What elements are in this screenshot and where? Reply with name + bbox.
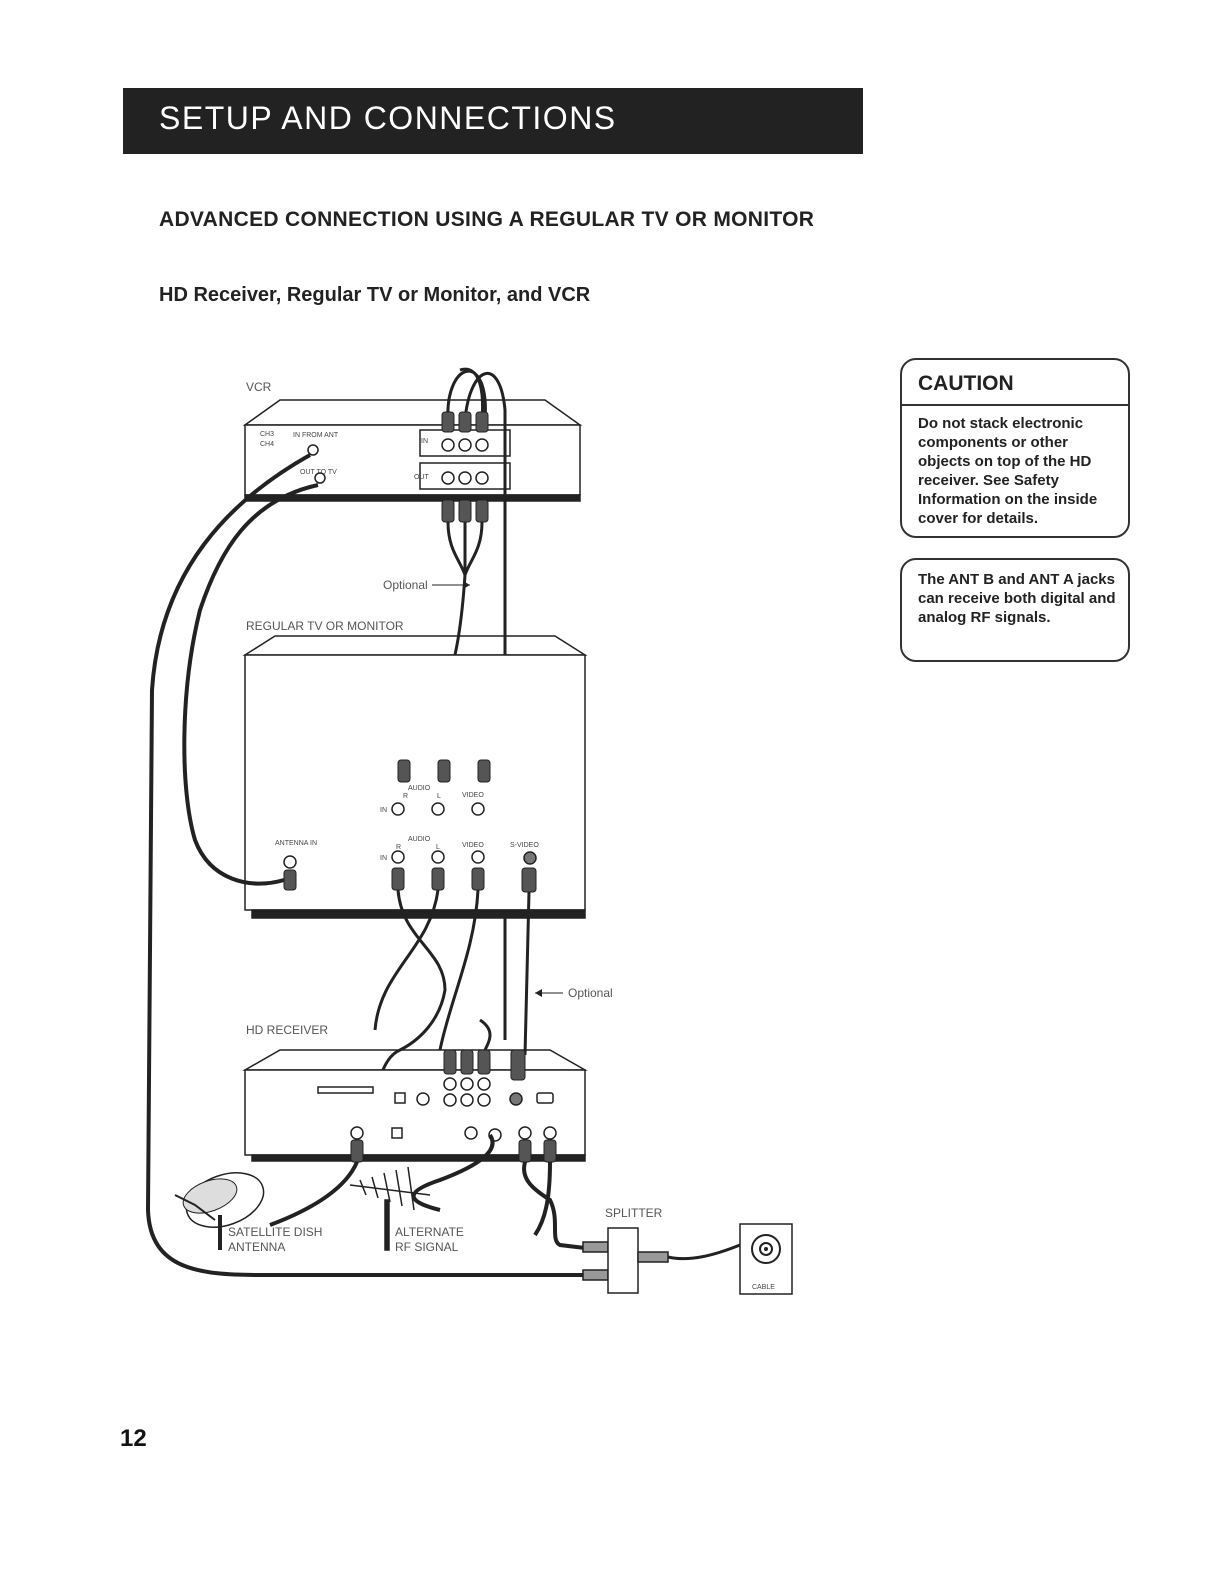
caution-title: CAUTION <box>918 372 1014 395</box>
alternate-label-line1: ALTERNATE <box>395 1225 464 1239</box>
vcr-input-plugs <box>441 411 489 433</box>
vcr-jacks <box>307 438 489 485</box>
tv-antenna-in-label: ANTENNA IN <box>275 840 317 847</box>
caution-box: CAUTION Do not stack electronic componen… <box>900 358 1130 538</box>
section-banner: SETUP AND CONNECTIONS <box>123 88 863 154</box>
tv-top-plugs <box>397 759 491 783</box>
receiver-bottom-plugs <box>350 1139 557 1163</box>
optional-top-arrowhead <box>463 581 470 589</box>
vcr-label: VCR <box>246 380 272 394</box>
cable-label: CABLE <box>752 1284 775 1291</box>
satellite-dish-icon <box>174 1172 265 1250</box>
tv-bottom-plugs <box>283 867 537 893</box>
receiver-label: HD RECEIVER <box>246 1023 328 1037</box>
receiver-jacks <box>350 1077 557 1142</box>
caution-body: Do not stack electronic components or ot… <box>918 415 1098 527</box>
tv-r-bottom-label: R <box>396 844 401 851</box>
tv-l-bottom-label: L <box>436 844 440 851</box>
caution-divider <box>902 404 1128 406</box>
cable-wall-jack-icon <box>739 1223 793 1295</box>
vcr-ch4-label: CH4 <box>260 441 274 448</box>
receiver-plugs <box>443 1049 526 1081</box>
tv-r-top-label: R <box>403 793 408 800</box>
connection-diagram: VCR CH3 CH4 IN FROM ANT OUT TO TV IN OUT <box>145 367 793 1295</box>
tv-video-bottom-label: VIDEO <box>462 842 484 849</box>
tv-label: REGULAR TV OR MONITOR <box>246 619 404 633</box>
antenna-note-box: The ANT B and ANT A jacks can receive bo… <box>900 558 1130 662</box>
antenna-note-body: The ANT B and ANT A jacks can receive bo… <box>918 571 1116 626</box>
vcr-input-cables <box>446 367 507 1040</box>
tv-in-top-label: IN <box>380 807 387 814</box>
tv-audio-top-label: AUDIO <box>408 785 431 792</box>
optional-bottom-label: Optional <box>568 986 613 1000</box>
page-number: 12 <box>120 1425 147 1452</box>
section-heading: ADVANCED CONNECTION USING A REGULAR TV O… <box>159 208 815 231</box>
sub-heading: HD Receiver, Regular TV or Monitor, and … <box>159 284 591 306</box>
receiver-unit <box>242 1049 588 1162</box>
antenna-icon <box>349 1166 431 1251</box>
tv-in-bottom-label: IN <box>380 855 387 862</box>
banner-title: SETUP AND CONNECTIONS <box>159 100 617 136</box>
vcr-out-label: OUT <box>414 474 430 481</box>
vcr-in-from-ant-label: IN FROM ANT <box>293 432 339 439</box>
tv-top-jacks <box>391 802 485 816</box>
splitter-label: SPLITTER <box>605 1206 663 1220</box>
receiver-cables <box>269 1133 586 1250</box>
vcr-output-plugs <box>441 499 489 523</box>
optional-bottom-arrowhead <box>535 989 542 997</box>
splitter-icon <box>582 1227 741 1294</box>
tv-audio-bottom-label: AUDIO <box>408 836 431 843</box>
tv-video-top-label: VIDEO <box>462 792 484 799</box>
alternate-label-line2: RF SIGNAL <box>395 1240 459 1254</box>
vcr-unit <box>242 399 583 502</box>
rf-cables <box>145 453 585 1277</box>
vcr-in-label: IN <box>421 438 428 445</box>
tv-l-top-label: L <box>437 793 441 800</box>
satellite-label-line2: ANTENNA <box>228 1240 285 1254</box>
vcr-ch3-label: CH3 <box>260 431 274 438</box>
satellite-label-line1: SATELLITE DISH <box>228 1225 322 1239</box>
tv-s-video-label: S-VIDEO <box>510 842 539 849</box>
optional-top-label: Optional <box>383 578 428 592</box>
tv-bottom-jacks <box>283 850 537 869</box>
